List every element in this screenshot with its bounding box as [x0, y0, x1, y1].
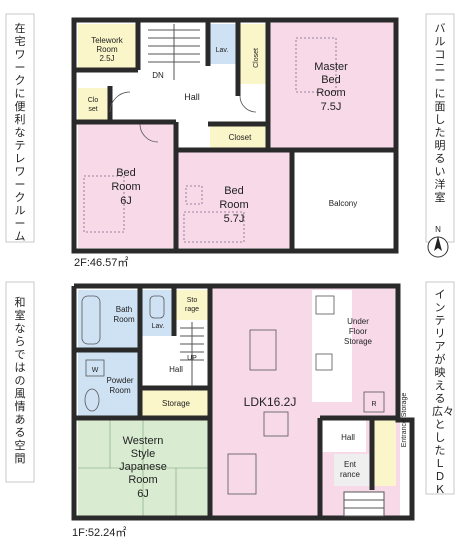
- western-label-4: Room: [128, 474, 157, 486]
- closet-small-2f: [78, 88, 108, 120]
- entrance-storage: [374, 420, 396, 486]
- walls-2f: [71, 17, 399, 254]
- bath-label-1: Bath: [116, 305, 132, 314]
- storage-1f-label: Storage: [162, 399, 191, 408]
- ldk-label: LDK16.2J: [244, 395, 297, 409]
- w-label: W: [92, 367, 99, 374]
- bed57-label-2: Room: [219, 199, 248, 211]
- telework-label-2: Room: [96, 45, 118, 54]
- hall-1f-label: Hall: [169, 365, 183, 374]
- storage-small-1f: [176, 290, 208, 320]
- closet-mid-label: Closet: [229, 133, 252, 142]
- closet-top-2f: [240, 24, 268, 94]
- closet-top-label: Closet: [253, 48, 260, 68]
- hall-2f: [110, 84, 266, 124]
- master-bed-room: [270, 22, 394, 150]
- floor-2f-area: 2F:46.57㎡: [74, 256, 128, 269]
- closet-mid-2f: [210, 124, 268, 150]
- telework-label-1: Telework: [91, 36, 124, 45]
- telework-room: [78, 24, 136, 68]
- floor-1f-area: 1F:52.24㎡: [72, 526, 126, 539]
- storage-small-label-2: rage: [185, 306, 199, 313]
- hall-entrance-1f: [322, 420, 366, 452]
- up-label: UP: [187, 355, 197, 362]
- lav-1f: [142, 290, 172, 336]
- master-label-1: Master: [314, 61, 348, 73]
- master-label-2: Bed: [321, 74, 341, 86]
- caption-panel-lower-left: [5, 281, 35, 483]
- entrance-label-2: rance: [340, 470, 361, 479]
- hall-1f: [142, 338, 210, 388]
- bed6-label-2: Room: [111, 181, 140, 193]
- caption-panel-upper-right: [425, 13, 455, 243]
- bed57-label-3: 5.7J: [224, 213, 245, 225]
- bed-room-57j: [178, 152, 290, 248]
- western-label-5: 6J: [137, 488, 149, 500]
- closet-small-label-2: set: [88, 106, 97, 113]
- powder-label-2: Room: [109, 386, 131, 395]
- r-label: R: [371, 401, 376, 408]
- bed-room-6j: [78, 124, 174, 248]
- caption-lower-left: 和室ならではの風情ある空間: [14, 296, 26, 465]
- lav-2f-label: Lav.: [216, 47, 229, 54]
- entrance-steps: [343, 491, 385, 517]
- underfloor-label-3: Storage: [344, 337, 373, 346]
- bed6-label-3: 6J: [120, 195, 132, 207]
- caption-panel-lower-right: [425, 281, 455, 495]
- doors-2f: [109, 91, 257, 143]
- master-label-4: 7.5J: [321, 101, 342, 113]
- walls-1f: [71, 283, 415, 521]
- western-label-3: Japanese: [119, 461, 167, 473]
- hall-entrance-label: Hall: [341, 433, 355, 442]
- powder-label-1: Powder: [106, 376, 133, 385]
- caption-upper-right: バルコニーに面した明るい洋室: [434, 22, 446, 204]
- caption-lower-right: インテリアが映える広々としたＬＤＫ: [432, 288, 454, 496]
- caption-upper-left: 在宅ワークに便利なテレワークルーム: [14, 22, 26, 243]
- entrance-label-1: Ent: [344, 460, 357, 469]
- underfloor-label-1: Under: [347, 317, 369, 326]
- closet-small-label-1: Clo: [88, 97, 99, 104]
- compass-north: N: [435, 225, 441, 234]
- lav-2f: [210, 24, 236, 64]
- master-label-3: Room: [316, 87, 345, 99]
- underfloor-label-2: Floor: [349, 327, 368, 336]
- entrance-storage-label: Entrance Storage: [401, 393, 408, 448]
- compass: N: [427, 225, 449, 258]
- bed6-label-1: Bed: [116, 167, 136, 179]
- stair-steps-1f: [180, 322, 204, 386]
- balcony-label: Balcony: [329, 199, 357, 208]
- fixtures-1f: [81, 295, 385, 495]
- floor-1f: Bath Room Lav. Sto rage W UP Hall Powder…: [71, 283, 415, 539]
- stair-steps-2f: [148, 24, 200, 80]
- kitchen-counter: [312, 290, 352, 402]
- western-label-2: Style: [131, 448, 155, 460]
- storage-1f: [142, 390, 208, 418]
- entrance: [334, 454, 374, 486]
- bed57-label-1: Bed: [224, 185, 244, 197]
- balcony: [294, 152, 392, 248]
- hall-2f-label: Hall: [184, 92, 200, 102]
- dn-label: DN: [152, 71, 164, 80]
- lav-1f-label: Lav.: [152, 323, 165, 330]
- caption-panel-upper-left: [5, 13, 35, 243]
- storage-small-label-1: Sto: [187, 297, 198, 304]
- floor-2f: Telework Room 2.5J Lav. Closet Master Be…: [71, 17, 399, 269]
- western-label-1: Western: [123, 435, 164, 447]
- tatami-lines: [78, 420, 208, 516]
- bath-room: [78, 290, 140, 350]
- furniture-2f: [83, 37, 337, 243]
- bath-label-2: Room: [113, 315, 135, 324]
- telework-label-3: 2.5J: [99, 54, 114, 63]
- powder-room: [78, 352, 140, 418]
